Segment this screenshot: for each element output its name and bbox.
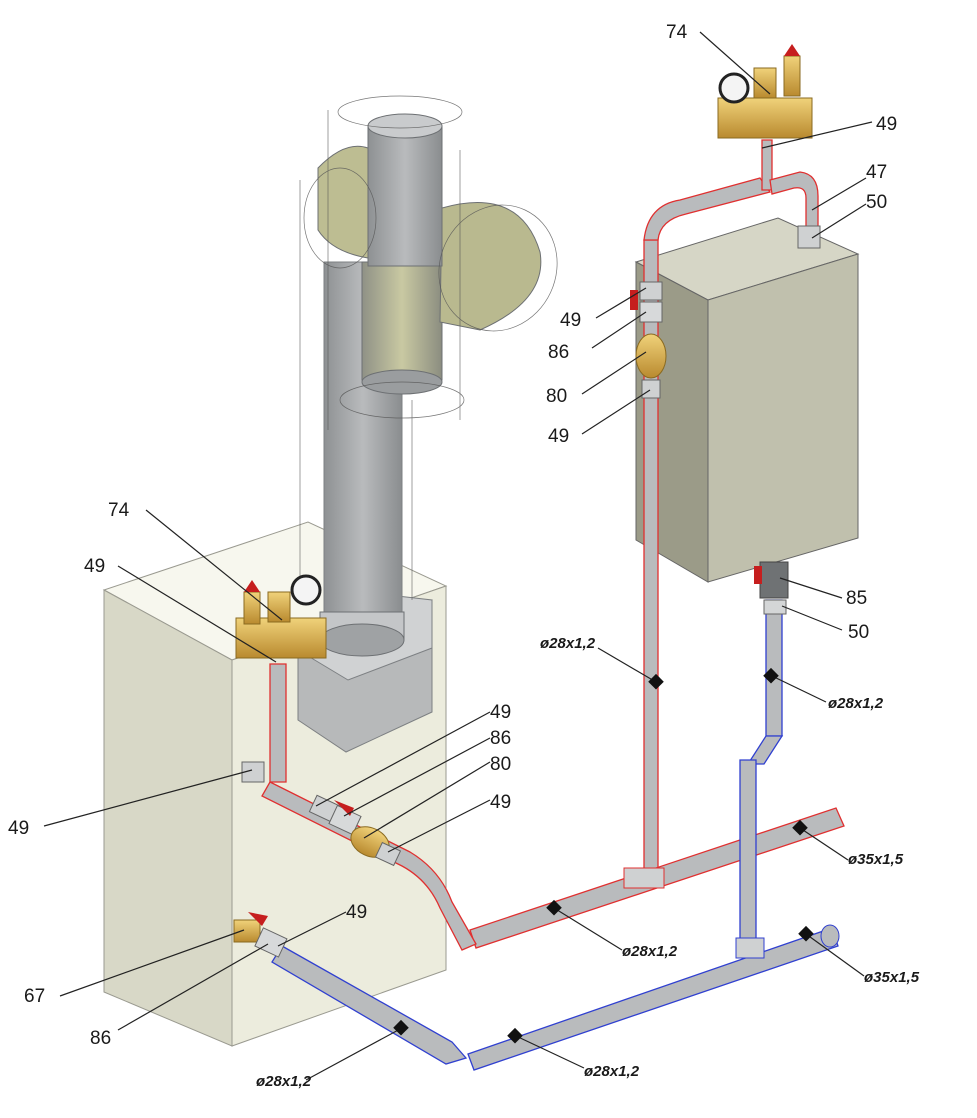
flue-tee-body [361,261,443,381]
supply-boiler-riser [269,663,287,783]
relief-valve-top [783,55,801,97]
supply-diagonal [261,781,477,951]
label-86-supply: 86 [490,728,511,749]
tank-inlet-fitting-50 [797,225,821,249]
air-vent-boiler [267,591,291,623]
label-49-supply-a: 49 [490,702,511,723]
label-74-top: 74 [666,22,688,43]
flue-elbow [439,202,542,331]
boiler-left-fitting-49 [241,761,265,783]
return-offset [746,735,784,765]
safety-manifold-top [717,97,813,139]
label-49-return: 49 [346,902,367,923]
label-49-left: 49 [8,818,29,839]
flue-top-pipe [367,125,443,267]
label-80-supply: 80 [490,754,511,775]
dim-label-return-riser: ø28x1,2 [828,695,884,712]
boiler-return-valve-67 [233,919,261,943]
relief-valve-boiler [243,591,261,625]
label-47: 47 [866,162,887,183]
label-49-boiler-top: 49 [84,556,105,577]
main-supply-tee [623,867,665,889]
dimension-markers [393,667,814,1044]
supply-fittings [241,225,821,889]
dim-marker-supply-lower [546,899,562,916]
label-67: 67 [24,986,45,1007]
label-80-tank: 80 [546,386,567,407]
dim-label-supply-lower: ø28x1,2 [622,943,678,960]
label-50-top: 50 [866,192,887,213]
return-end-cap [820,924,840,948]
dim-marker-vertical-supply [648,673,664,690]
buffer-tank [634,217,860,583]
tank-valve-49a [639,281,663,301]
boiler-front-face [103,589,233,1047]
dim-label-main-supply: ø35x1,5 [848,851,904,868]
tank-ball-valve-86 [639,301,663,323]
tank-check-valve-80 [635,333,667,379]
callout-labels: 74 49 47 50 49 86 80 49 85 50 74 49 49 8… [8,22,897,1049]
dim-label-return-bottom: ø28x1,2 [584,1063,640,1080]
return-main-pipe [467,927,839,1071]
return-riser-upper [765,599,783,737]
pressure-gauge-top [718,72,750,104]
label-49-tank-a: 49 [560,310,581,331]
flue-assembly [297,95,558,753]
leader-lines [43,31,873,1081]
label-86-tank: 86 [548,342,569,363]
return-riser-lower [739,759,757,945]
return-fitting-50 [763,599,787,615]
label-49-supply-b: 49 [490,792,511,813]
safety-manifold-boiler [235,617,327,659]
label-49-tank-b: 49 [548,426,569,447]
return-tee [735,937,765,959]
dim-label-return-main: ø35x1,5 [864,969,920,986]
supply-top-run [643,177,772,241]
label-49-top-right: 49 [876,114,897,135]
pressure-gauge-boiler [290,574,322,606]
dim-marker-return-main [798,925,814,942]
label-86-return: 86 [90,1028,111,1049]
safety-group-top [717,44,813,139]
label-74-boiler: 74 [108,500,130,521]
dim-marker-return-riser [763,667,779,684]
return-valve-85 [759,561,789,599]
dim-label-vertical-supply: ø28x1,2 [540,635,596,652]
dimension-labels: ø28x1,2 ø28x1,2 ø35x1,5 ø28x1,2 ø35x1,5 … [256,635,920,1090]
return-diagonal-pipe [271,945,468,1065]
return-fittings [233,561,840,959]
tank-valve-49b [641,379,661,399]
dim-label-return-diag: ø28x1,2 [256,1073,312,1090]
tank-side-face [707,253,859,583]
safety-group-boiler [235,574,327,659]
label-85: 85 [846,588,867,609]
label-50-bottom: 50 [848,622,869,643]
air-vent-top [753,67,777,99]
return-piping [271,599,839,1071]
dim-marker-main-supply [792,819,808,836]
boiler-return-ball-valve-86 [254,927,288,958]
